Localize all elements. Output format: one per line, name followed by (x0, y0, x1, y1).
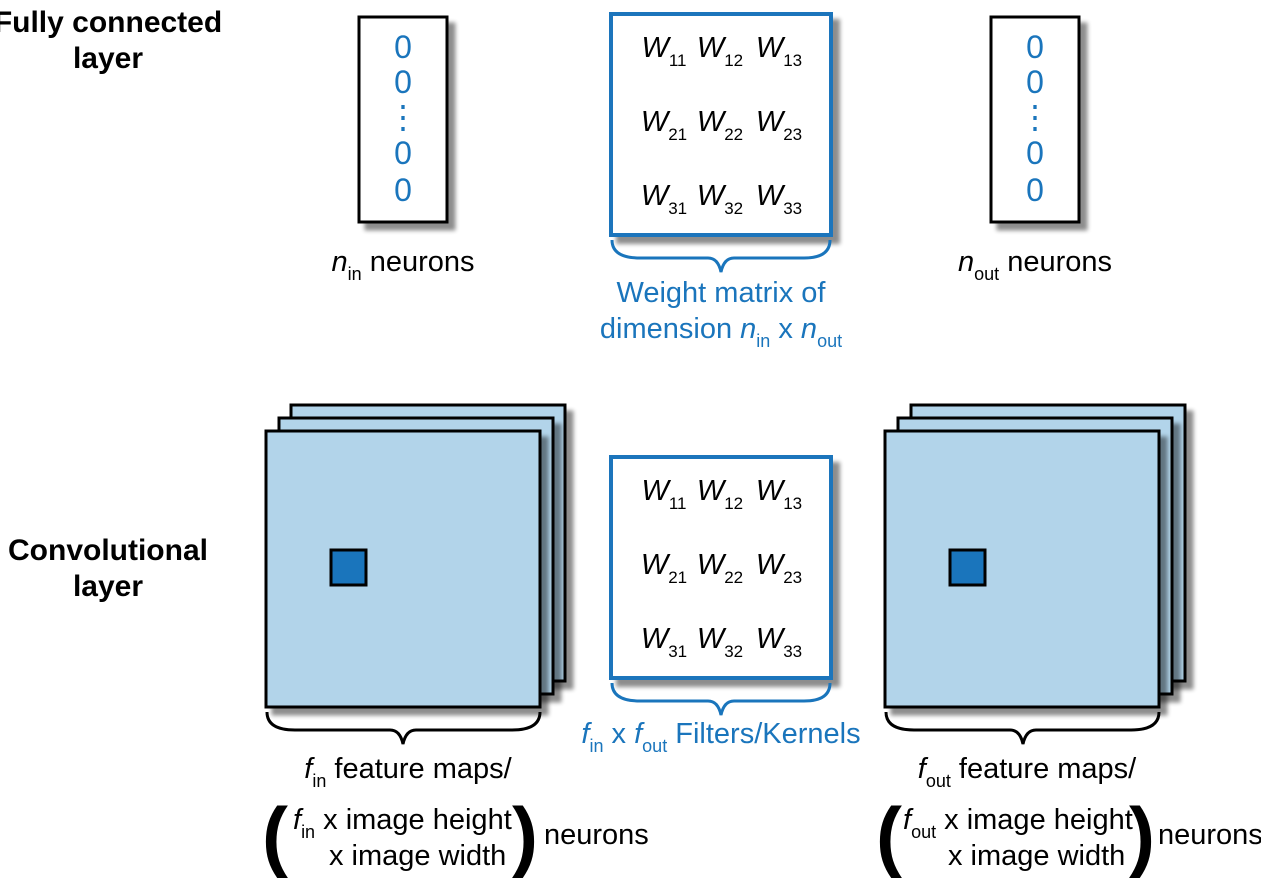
fc-input-vector: 0 0 ⋮ 0 0 (357, 15, 449, 224)
fc-input-neuron-1: 0 (394, 29, 412, 65)
conv-output-paren-close: ) (1129, 791, 1155, 879)
fc-output-ellipsis: ⋮ (1019, 99, 1051, 135)
fc-weight-w21: W21 (641, 106, 687, 144)
fc-row-label-line2: layer (73, 42, 143, 75)
fc-weight-w23: W23 (756, 106, 802, 144)
conv-output-caption-line1: fout feature maps/ (918, 753, 1137, 791)
fc-row-label-line1: Fully connected (0, 6, 222, 39)
conv-filter-w12: W12 (697, 475, 743, 513)
conv-filter-brace (610, 682, 832, 716)
conv-input-paren-open: ( (262, 791, 288, 879)
conv-output-paren-open: ( (876, 791, 902, 879)
conv-filter-w33: W33 (756, 623, 802, 661)
conv-filter-matrix (609, 455, 833, 680)
conv-output-inner-line2: x image width (948, 840, 1125, 872)
fc-input-neuron-2: 0 (394, 64, 412, 100)
conv-output-neurons-label: neurons (1158, 819, 1261, 851)
fc-output-neuron-4: 0 (1026, 172, 1044, 208)
conv-filter-caption: fin x fout Filters/Kernels (581, 718, 860, 756)
conv-output-feature-maps (883, 403, 1187, 709)
conv-output-kernel-patch (948, 548, 987, 587)
conv-output-inner-line1: fout x image height (903, 804, 1133, 842)
fc-weight-w22: W22 (697, 106, 743, 144)
conv-input-feature-maps (264, 403, 567, 709)
fc-output-vector: 0 0 ⋮ 0 0 (989, 15, 1081, 224)
fc-weight-caption-line2: dimension nin x nout (600, 313, 842, 351)
fc-weight-matrix (609, 12, 833, 237)
conv-row-label-line2: layer (73, 570, 143, 603)
conv-input-caption-line1: fin feature maps/ (304, 753, 512, 791)
fc-input-neuron-4: 0 (394, 172, 412, 208)
fc-output-neuron-3: 0 (1026, 135, 1044, 171)
conv-filter-w32: W32 (697, 623, 743, 661)
conv-input-inner-line1: fin x image height (293, 804, 512, 842)
fc-output-caption: nout neurons (958, 246, 1112, 284)
conv-filter-w11: W11 (641, 475, 686, 513)
conv-filter-w23: W23 (756, 549, 802, 587)
fc-weight-w31: W31 (641, 180, 687, 218)
fc-output-neuron-2: 0 (1026, 64, 1044, 100)
fc-weight-w33: W33 (756, 180, 802, 218)
fc-weight-w32: W32 (697, 180, 743, 218)
fc-input-caption: nin neurons (331, 246, 474, 284)
conv-input-brace (265, 711, 542, 745)
conv-input-kernel-patch (329, 548, 368, 587)
conv-row-label-line1: Convolutional (8, 534, 208, 567)
conv-filter-w31: W31 (641, 623, 687, 661)
conv-filter-w21: W21 (641, 549, 687, 587)
fc-weight-caption-line1: Weight matrix of (617, 277, 827, 309)
fc-weight-w11: W11 (641, 32, 686, 70)
conv-output-brace (884, 711, 1161, 745)
fc-input-ellipsis: ⋮ (387, 99, 419, 135)
conv-filter-w22: W22 (697, 549, 743, 587)
conv-input-neurons-label: neurons (544, 819, 649, 851)
fc-weight-w12: W12 (697, 32, 743, 70)
fc-output-neuron-1: 0 (1026, 29, 1044, 65)
conv-filter-w13: W13 (756, 475, 802, 513)
fc-weight-brace (610, 239, 832, 273)
fc-weight-w13: W13 (756, 32, 802, 70)
fc-input-neuron-3: 0 (394, 135, 412, 171)
conv-input-inner-line2: x image width (329, 840, 506, 872)
conv-input-paren-close: ) (512, 791, 538, 879)
